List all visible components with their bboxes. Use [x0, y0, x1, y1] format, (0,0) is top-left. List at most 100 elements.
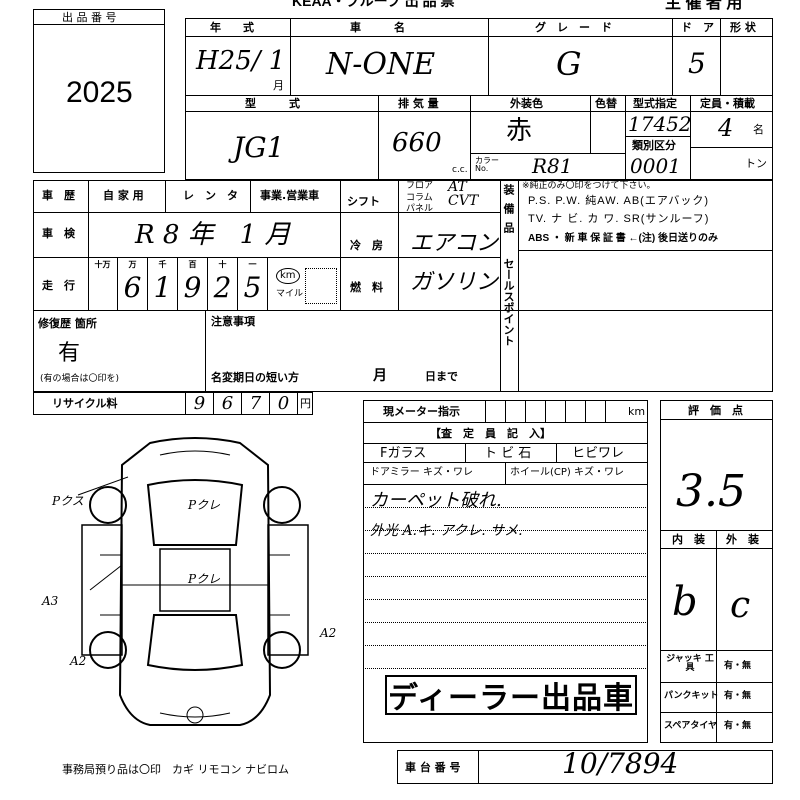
repair-value: 有 — [58, 340, 81, 365]
chassis-value: 10/7894 — [562, 747, 679, 780]
mileage-unit: 十 — [218, 260, 227, 269]
exterior-color-label: 外装色 — [510, 97, 543, 110]
interior-value: b — [672, 579, 698, 625]
recycle-cell: 6 — [214, 392, 242, 415]
note-rule — [363, 553, 648, 554]
inspector-label: 【査 定 員 記 入】 — [430, 427, 551, 440]
month-unit: 月 — [273, 79, 284, 92]
dealer-stamp: ディーラー出品車 — [385, 675, 637, 715]
meter-cell — [585, 400, 605, 422]
note-rule — [363, 668, 648, 669]
capacity-label: 定員・積載 — [700, 97, 755, 110]
recycle-cell: 0 — [270, 392, 298, 415]
day-label: 日まで — [425, 370, 458, 383]
door-label: ド ア — [681, 21, 714, 34]
grade-value: G — [556, 45, 582, 83]
wheel-label: ホイール(CP) キズ・ワレ — [510, 467, 624, 478]
color-change-label: 色替 — [595, 97, 617, 110]
model-label: 型 式 — [245, 97, 300, 110]
mileage-digit: 2 — [213, 271, 232, 304]
note-lines — [363, 484, 648, 684]
recycle-cell: 9 — [186, 392, 214, 415]
cooling-value: エアコン — [410, 231, 499, 256]
note-line2: 外光 A.キ. アクレ. サメ. — [370, 523, 523, 539]
shift-floor: フロア — [406, 181, 434, 191]
year-label: 年 式 — [210, 21, 254, 34]
recycle-box — [33, 392, 313, 415]
spare-yes-no: 有・無 — [724, 721, 752, 731]
equip-note: ※純正のみ〇印をつけて下さい。 — [522, 181, 656, 191]
lot-box — [33, 9, 165, 173]
mileage-unit: 一 — [248, 260, 257, 269]
business-label: 事業.営業車 — [260, 189, 320, 202]
exterior-label: 外 装 — [726, 533, 759, 546]
form-title: KEAA・ブループ 出 品 票 — [292, 0, 455, 9]
cooling-label: 冷 房 — [350, 239, 383, 252]
grade-label: グ レ ー ド — [535, 21, 612, 34]
score-value: 3.5 — [676, 466, 746, 517]
mileage-digit: 9 — [183, 271, 202, 304]
displacement-value: 660 — [392, 128, 442, 158]
organizer-note: 主 催 者 用 — [665, 0, 743, 12]
cc-unit: c.c. — [452, 165, 468, 175]
repair-label: 修復歴 箇所 — [38, 317, 97, 330]
note-rule — [363, 576, 648, 577]
shift-panel: パネル — [406, 204, 434, 214]
history-label: 車 歴 — [42, 189, 75, 202]
model-value: JG1 — [233, 131, 285, 164]
chassis-box — [397, 750, 773, 784]
diagram-mark-roof: Pクレ — [187, 572, 220, 586]
shift-label: シフト — [347, 195, 380, 208]
mileage-unit: 百 — [188, 260, 197, 269]
mile-label: マイル — [276, 289, 304, 299]
shape-label: 形 状 — [730, 21, 756, 34]
car-damage-diagram: Pクス Pクレ Pクレ A3 A2 A2 — [41, 437, 336, 726]
fuel-value: ガソリン — [410, 270, 499, 295]
jack-label: ジャッキ 工 具 — [666, 654, 723, 673]
note-rule — [363, 622, 648, 623]
mileage-label: 走 行 — [42, 279, 75, 292]
shift-column: コラム — [406, 193, 433, 203]
stone-chip-label: ト ビ 石 — [484, 446, 532, 461]
meter-km-unit: km — [628, 405, 646, 418]
recycle-cell: 7 — [242, 392, 270, 415]
ton-unit: トン — [745, 157, 767, 170]
mirror-label: ドアミラー キズ・ワレ — [370, 467, 473, 478]
note-rule — [363, 530, 648, 531]
capacity-unit: 名 — [753, 123, 764, 136]
mileage-unit: 千 — [158, 260, 167, 269]
mileage-unit: 万 — [128, 260, 137, 269]
shift-value: AT CVT — [448, 179, 479, 209]
caution-label: 注意事項 — [211, 315, 255, 328]
diagram-mark-rr: A2 — [319, 626, 336, 640]
repair-note: (有の場合は〇印を) — [40, 374, 120, 384]
meter-cell — [525, 400, 545, 422]
class-value: 0001 — [630, 154, 681, 178]
puncture-yes-no: 有・無 — [724, 691, 752, 701]
type-spec-value: 17452 — [628, 112, 692, 136]
crack-label: ヒビワレ — [572, 446, 625, 461]
puncture-label: パンクキット — [664, 691, 719, 701]
score-label: 評 価 点 — [688, 404, 743, 417]
note-rule — [363, 507, 648, 508]
interior-label: 内 装 — [672, 533, 705, 546]
name-value: N-ONE — [326, 47, 436, 82]
mileage-cell: 十万 — [88, 257, 118, 310]
class-label: 類別区分 — [632, 139, 676, 152]
lot-number: 2025 — [66, 76, 133, 109]
meter-cell — [505, 400, 525, 422]
diagram-mark-rl: A2 — [69, 654, 86, 668]
door-value: 5 — [688, 47, 706, 80]
diagram-mark-hood: Pクレ — [187, 498, 220, 512]
meter-cell — [545, 400, 565, 422]
history-box — [33, 180, 773, 392]
displacement-label: 排 気 量 — [398, 97, 439, 110]
mileage-digit: 6 — [123, 271, 142, 304]
chassis-label: 車 台 番 号 — [405, 761, 461, 774]
yen-label: 円 — [300, 397, 311, 410]
